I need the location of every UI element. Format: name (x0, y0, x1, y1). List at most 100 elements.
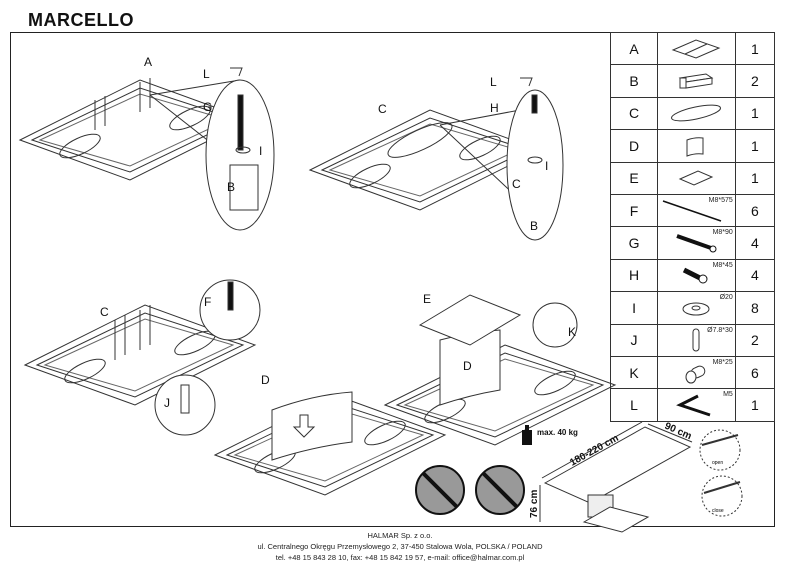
part-letter: B (609, 64, 659, 98)
company-contact: tel. +48 15 843 28 10, fax: +48 15 842 1… (275, 553, 525, 562)
part-image-cell: M8*45 (657, 258, 736, 293)
instruction-frame (10, 32, 775, 527)
max-load: max. 40 kg (537, 428, 578, 437)
step4-diagram: D (214, 373, 446, 496)
part-quantity: 2 (734, 64, 776, 98)
label-a: A (144, 55, 152, 69)
label-k: K (568, 325, 576, 339)
part-image-cell (657, 96, 736, 131)
company-name: HALMAR Sp. z o.o. (367, 531, 433, 540)
part-letter: A (609, 31, 659, 66)
step1-diagram: A L G I B (19, 55, 275, 231)
no-standing-icon (475, 465, 525, 515)
part-spec: Ø7.8*30 (707, 326, 733, 334)
product-title: MARCELLO (28, 10, 134, 30)
part-image-cell (657, 31, 736, 66)
close-label: close (712, 508, 724, 514)
plate-icon (658, 167, 735, 189)
part-image-cell: M8*25 (657, 355, 736, 390)
no-climbing-icon (415, 465, 465, 515)
part-quantity: 1 (734, 161, 776, 195)
part-letter: D (609, 129, 659, 163)
part-letter: L (609, 388, 659, 422)
step5-diagram: E D K (384, 292, 616, 446)
step3-diagram: C F J (24, 279, 261, 436)
rod-icon (658, 199, 735, 223)
part-image-cell: M8*575 (657, 193, 736, 228)
label-b: B (227, 180, 235, 194)
part-quantity: 1 (734, 129, 776, 163)
curved-leg-icon (658, 134, 735, 158)
label-d: D (261, 373, 270, 387)
company-address: ul. Centralnego Okręgu Przemysłowego 2, … (257, 542, 543, 551)
dowel-icon (658, 326, 735, 354)
footer: HALMAR Sp. z o.o. ul. Centralnego Okręgu… (0, 530, 800, 563)
bolt-icon (658, 232, 735, 254)
part-quantity: 1 (734, 31, 776, 66)
label-c-2: C (512, 177, 521, 191)
part-image-cell: Ø7.8*30 (657, 323, 736, 357)
step2-diagram: C L H I C B (309, 75, 564, 241)
part-letter: G (609, 226, 659, 260)
part-quantity: 6 (734, 355, 776, 390)
label-e: E (423, 292, 431, 306)
part-letter: J (609, 323, 659, 357)
weight-icon (522, 425, 532, 445)
part-quantity: 4 (734, 258, 776, 293)
label-f: F (204, 295, 211, 309)
part-letter: E (609, 161, 659, 195)
oval-plate-icon (658, 102, 735, 124)
part-image-cell: M8*90 (657, 226, 736, 260)
label-i: I (545, 159, 548, 173)
label-l: L (490, 75, 497, 89)
dimension-drawing (539, 421, 693, 533)
label-d: D (463, 359, 472, 373)
part-quantity: 2 (734, 323, 776, 357)
label-c: C (100, 305, 109, 319)
part-letter: F (609, 193, 659, 228)
open-label: open (712, 460, 723, 466)
part-quantity: 1 (734, 96, 776, 131)
part-spec: Ø20 (719, 294, 733, 302)
extension-open-detail: open (699, 429, 741, 471)
label-g: G (203, 100, 212, 114)
part-letter: H (609, 258, 659, 293)
part-spec: M8*45 (712, 261, 733, 269)
part-spec: M8*90 (712, 229, 733, 237)
part-quantity: 4 (734, 226, 776, 260)
part-image-cell (657, 64, 736, 98)
part-image-cell: Ø20 (657, 291, 736, 325)
extension-close-detail: close (701, 475, 743, 517)
label-h: H (490, 101, 499, 115)
part-quantity: 6 (734, 193, 776, 228)
height-dimension: 76 cm (529, 490, 540, 518)
washer-icon (658, 298, 735, 318)
part-image-cell (657, 129, 736, 163)
glass-top-icon (658, 38, 735, 60)
part-image-cell (657, 161, 736, 195)
part-quantity: 1 (734, 388, 776, 422)
label-j: J (164, 396, 170, 410)
part-image-cell: M5 (657, 388, 736, 422)
part-spec: M8*575 (708, 196, 733, 204)
label-l: L (203, 67, 210, 81)
label-c: C (378, 102, 387, 116)
part-letter: I (609, 291, 659, 325)
part-letter: K (609, 355, 659, 390)
part-letter: C (609, 96, 659, 131)
part-quantity: 8 (734, 291, 776, 325)
